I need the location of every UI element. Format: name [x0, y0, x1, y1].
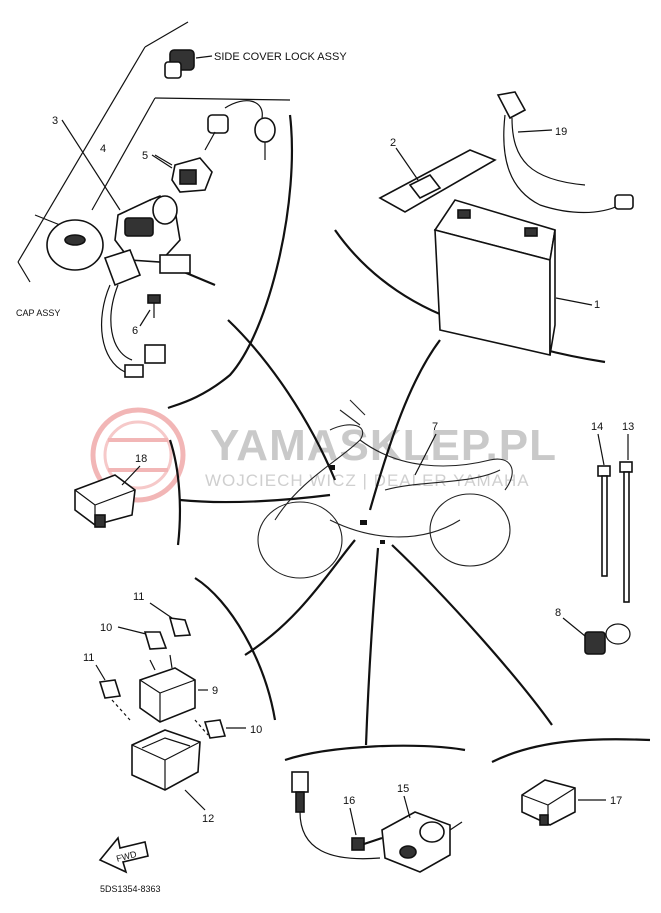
label-3: 3	[52, 115, 58, 127]
label-4: 4	[100, 143, 106, 155]
link-relay17	[391, 544, 553, 726]
relay17-outline	[491, 738, 651, 763]
watermark-sub-text: WOJCIECH WICZ | DEALER YAMAHA	[205, 471, 530, 490]
starter-lead-icon	[291, 771, 381, 860]
label-9: 9	[212, 685, 218, 697]
cap-bracket	[34, 214, 61, 226]
label-cap-assy: CAP ASSY	[16, 308, 60, 318]
link-relay18	[179, 493, 331, 504]
label-8: 8	[555, 607, 561, 619]
relay18-outline	[168, 439, 181, 546]
clamp-group: 8	[555, 607, 631, 655]
label-14: 14	[591, 421, 603, 433]
cable-tie-13-icon	[619, 461, 633, 603]
label-15: 15	[397, 783, 409, 795]
bracket-top	[144, 21, 189, 48]
bracket-bottom	[17, 261, 31, 283]
fwd-arrow-icon: FWD	[98, 836, 149, 874]
bolt-16-icon	[351, 836, 383, 851]
fuse-right-icon	[203, 719, 227, 739]
bracket-4-main	[91, 97, 156, 211]
label-16: 16	[343, 795, 355, 807]
starter-relay-icon	[381, 811, 463, 873]
fusebox-outline	[194, 577, 277, 721]
label-17: 17	[610, 795, 622, 807]
label-2: 2	[390, 137, 396, 149]
cable-ties-group: 14 13	[591, 421, 634, 603]
label-13: 13	[622, 421, 634, 433]
side-cover-lock-icon	[164, 49, 195, 79]
starter-relay-group: 15 16	[284, 744, 466, 873]
label-11-top: 11	[133, 591, 144, 603]
starter-outline	[284, 744, 466, 762]
link-fusebox	[244, 539, 356, 656]
fuse-left-icon	[98, 679, 122, 699]
relay-17-icon	[521, 779, 576, 826]
clamp-icon	[584, 623, 631, 655]
link-battery	[368, 339, 441, 511]
watermark-main-text: YAMASKLEP.PL	[210, 421, 557, 470]
motorcycle-outline-icon	[257, 399, 513, 579]
relay-18-icon	[74, 474, 136, 528]
fuse-top-icon	[143, 617, 192, 650]
relay-18-group: 18	[74, 439, 181, 546]
bracket-4-top	[154, 97, 291, 101]
diagram-code: 5DS1354-8363	[100, 884, 161, 894]
label-11-left: 11	[83, 652, 94, 664]
screw-icon	[147, 294, 161, 318]
watermark: YAMASKLEP.PL WOJCIECH WICZ | DEALER YAMA…	[90, 407, 557, 503]
label-10-right: 10	[250, 724, 262, 736]
battery-icon	[433, 199, 556, 357]
battery-band-icon	[378, 149, 497, 213]
label-5: 5	[142, 150, 148, 162]
bracket-main	[17, 46, 146, 263]
label-19: 19	[555, 126, 567, 138]
fuse-holder-icon	[139, 654, 196, 723]
label-side-cover-lock: SIDE COVER LOCK ASSY	[214, 51, 347, 63]
battery-group: 2 1 19	[334, 91, 634, 364]
link-starter	[364, 547, 380, 746]
label-1: 1	[594, 299, 600, 311]
label-12: 12	[202, 813, 214, 825]
label-18: 18	[135, 453, 147, 465]
link-lockset	[227, 319, 337, 481]
lock-set-group: SIDE COVER LOCK ASSY	[16, 21, 347, 410]
label-10-top: 10	[100, 622, 112, 634]
cap-assy-icon	[46, 219, 104, 271]
main-switch-icon	[100, 195, 216, 378]
cable-tie-14-icon	[597, 465, 611, 577]
relay-17-group: 17	[491, 738, 651, 826]
lock-cylinder-icon	[171, 157, 213, 193]
watermark-logo-icon	[90, 407, 186, 503]
battery-lead-icon	[496, 91, 634, 214]
label-7: 7	[432, 421, 438, 433]
fuse-box-group: 11 10 11 9 10 12	[83, 577, 277, 825]
fuse-cover-icon	[131, 729, 201, 791]
key-set-icon	[204, 100, 276, 160]
label-6: 6	[132, 325, 138, 337]
